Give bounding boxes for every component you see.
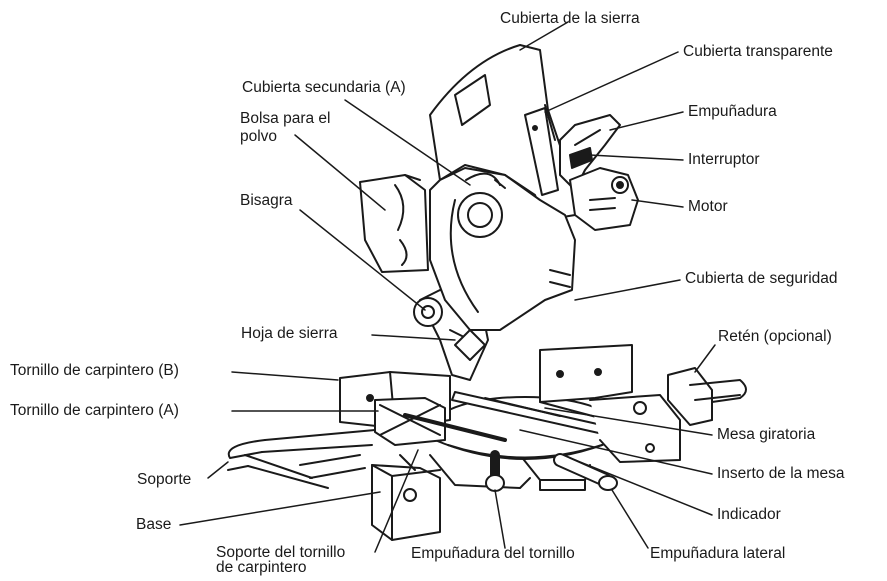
- leader-saw-cover: [519, 21, 569, 51]
- label-saw-blade: Hoja de sierra: [241, 325, 338, 342]
- leader-holder: [694, 344, 716, 373]
- label-base: Base: [136, 516, 172, 533]
- leader-motor: [631, 199, 684, 208]
- leader-switch: [589, 154, 684, 161]
- leader-support: [207, 461, 229, 479]
- label-vise-holder: Soporte del tornillo de carpintero: [216, 544, 346, 576]
- label-switch: Interruptor: [688, 151, 760, 168]
- leader-vise-handle: [494, 489, 506, 549]
- leader-clear-cover: [544, 51, 679, 113]
- label-table-insert: Inserto de la mesa: [717, 465, 845, 482]
- leader-saw-blade: [371, 334, 456, 341]
- side-handle: [553, 453, 618, 491]
- leader-indicator: [569, 457, 713, 516]
- label-secondary-cover: Cubierta secundaria (A): [242, 79, 406, 96]
- label-handle: Empuñadura: [688, 103, 777, 120]
- leader-hinge: [299, 209, 426, 311]
- label-safety-cover: Cubierta de seguridad: [685, 270, 838, 287]
- label-turntable: Mesa giratoria: [717, 426, 816, 443]
- label-side-handle: Empuñadura lateral: [650, 545, 786, 562]
- vise-handle: [485, 450, 505, 492]
- label-vise-a: Tornillo de carpintero (A): [10, 402, 179, 419]
- leader-side-handle: [611, 489, 649, 549]
- label-support: Soporte: [137, 471, 192, 488]
- leader-safety-cover: [574, 279, 681, 301]
- label-dust-bag: Bolsa para el polvo: [240, 110, 330, 146]
- label-vise-holder-line2: de carpintero: [216, 559, 307, 576]
- leader-base: [179, 491, 381, 526]
- support-rod: [227, 429, 376, 489]
- label-indicator: Indicador: [717, 506, 781, 523]
- label-vise-handle: Empuñadura del tornillo: [411, 545, 575, 562]
- motor-and-handle: [559, 114, 639, 231]
- label-saw-cover: Cubierta de la sierra: [500, 10, 640, 27]
- turntable: [434, 391, 616, 460]
- leader-dust-bag: [294, 134, 386, 211]
- label-holder: Retén (opcional): [718, 328, 832, 345]
- vise-a: [374, 397, 507, 471]
- holder: [667, 367, 747, 426]
- dust-bag: [359, 174, 429, 273]
- saw-head: [429, 44, 576, 361]
- label-motor: Motor: [688, 198, 728, 215]
- leader-vise-b: [231, 371, 339, 381]
- leader-secondary-cover: [344, 99, 471, 186]
- leader-table-insert: [519, 429, 713, 475]
- label-vise-holder-line1: Soporte del tornillo: [216, 544, 346, 561]
- label-vise-b: Tornillo de carpintero (B): [10, 362, 179, 379]
- leader-turntable: [544, 407, 713, 436]
- saw-base: [371, 454, 591, 541]
- leader-handle: [609, 111, 684, 131]
- leader-vise-holder: [374, 449, 419, 553]
- leader-lines: [179, 21, 716, 553]
- label-clear-cover: Cubierta transparente: [683, 43, 833, 60]
- label-hinge: Bisagra: [240, 192, 293, 209]
- label-dust-bag-line1: Bolsa para el: [240, 110, 331, 127]
- label-dust-bag-line2: polvo: [240, 128, 278, 145]
